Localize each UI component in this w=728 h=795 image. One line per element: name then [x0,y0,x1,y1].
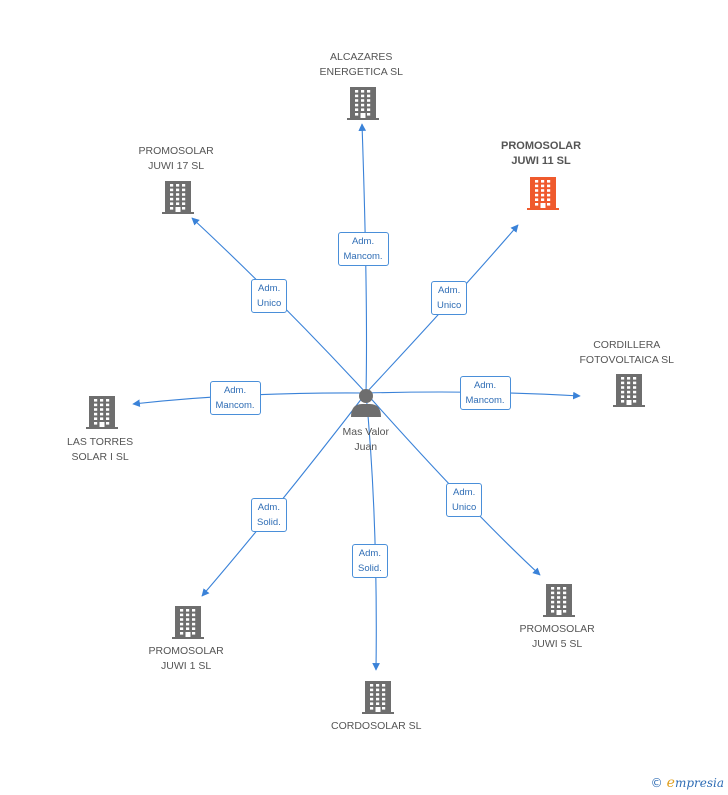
person-name-line: Juan [354,441,378,453]
relation-label-line: Mancom. [215,400,255,411]
company-label-line: JUWI 5 SL [532,638,583,650]
brand-initial: e [666,775,675,791]
company-label-line: JUWI 1 SL [161,660,212,672]
relation-label-promosolar-juwi-1[interactable]: Adm. Solid. [251,498,287,532]
company-label-promosolar-juwi-11[interactable]: PROMOSOLAR JUWI 11 SL [501,139,581,169]
relation-label-cordillera[interactable]: Adm. Mancom. [459,376,511,410]
company-label-promosolar-juwi-17[interactable]: PROMOSOLAR JUWI 17 SL [139,144,214,174]
relation-label-line: Unico [257,298,282,309]
relation-label-line: Adm. [223,385,247,396]
company-label-line: LAS TORRES [67,436,134,448]
brand-name: mpresia [674,776,724,790]
building-icon-promosolar-juwi-17[interactable] [162,181,194,214]
relation-label-line: Adm. [358,548,381,559]
building-icon-promosolar-juwi-1[interactable] [172,606,204,639]
company-label-line: CORDOSOLAR SL [331,720,422,732]
company-label-line: FOTOVOLTAICA SL [579,354,675,366]
company-label-promosolar-juwi-1[interactable]: PROMOSOLAR JUWI 1 SL [149,644,224,674]
company-label-line: PROMOSOLAR [501,140,582,152]
relation-label-las-torres[interactable]: Adm. Mancom. [209,381,261,415]
company-label-cordillera[interactable]: CORDILLERA FOTOVOLTAICA SL [580,338,675,368]
building-icon-promosolar-juwi-5[interactable] [543,584,575,617]
relation-label-line: Solid. [257,517,281,528]
relation-label-cordosolar[interactable]: Adm. Solid. [352,544,388,578]
relation-label-line: Mancom. [343,251,383,262]
relation-label-line: Unico [437,300,462,311]
relation-label-promosolar-juwi-11[interactable]: Adm. Unico [431,281,468,315]
company-label-line: PROMOSOLAR [138,145,214,157]
empresia-watermark[interactable]: ©empresia [651,775,724,791]
relation-label-line: Unico [452,502,477,513]
person-name-line: Mas Valor [342,426,390,438]
company-label-cordosolar[interactable]: CORDOSOLAR SL [331,719,421,734]
edge-promosolar-juwi-1 [201,392,367,597]
relation-label-line: Adm. [473,380,497,391]
company-label-promosolar-juwi-5[interactable]: PROMOSOLAR JUWI 5 SL [520,622,595,652]
company-label-line: JUWI 17 SL [148,160,205,172]
relation-label-promosolar-juwi-17[interactable]: Adm. Unico [251,279,288,313]
company-label-line: ENERGETICA SL [319,66,403,78]
company-label-line: ALCAZARES [330,51,393,63]
company-label-line: CORDILLERA [593,339,661,351]
relation-label-line: Solid. [358,563,382,574]
relation-label-line: Adm. [257,502,280,513]
relation-label-line: Mancom. [465,395,505,406]
company-label-line: SOLAR I SL [71,451,129,463]
building-icon-las-torres[interactable] [86,396,118,429]
building-icon-alcazares[interactable] [347,87,379,120]
company-label-line: JUWI 11 SL [511,155,571,167]
relation-label-line: Adm. [258,283,281,294]
building-icon-promosolar-juwi-11[interactable] [527,177,559,210]
person-icon[interactable] [351,389,381,417]
company-label-las-torres[interactable]: LAS TORRES SOLAR I SL [67,435,133,465]
copyright-symbol: © [650,776,663,790]
relation-label-promosolar-juwi-5[interactable]: Adm. Unico [446,483,483,517]
building-icon-cordillera[interactable] [613,374,645,407]
company-label-alcazares[interactable]: ALCAZARES ENERGETICA SL [320,50,403,80]
relation-label-line: Adm. [438,285,461,296]
relation-label-alcazares[interactable]: Adm. Mancom. [337,232,389,266]
company-label-line: PROMOSOLAR [519,623,595,635]
company-label-line: PROMOSOLAR [148,645,224,657]
building-icon-cordosolar[interactable] [362,681,394,714]
relation-label-line: Adm. [351,236,375,247]
relation-label-line: Adm. [453,487,476,498]
edge-cordosolar [365,392,380,671]
edge-alcazares [358,123,368,394]
